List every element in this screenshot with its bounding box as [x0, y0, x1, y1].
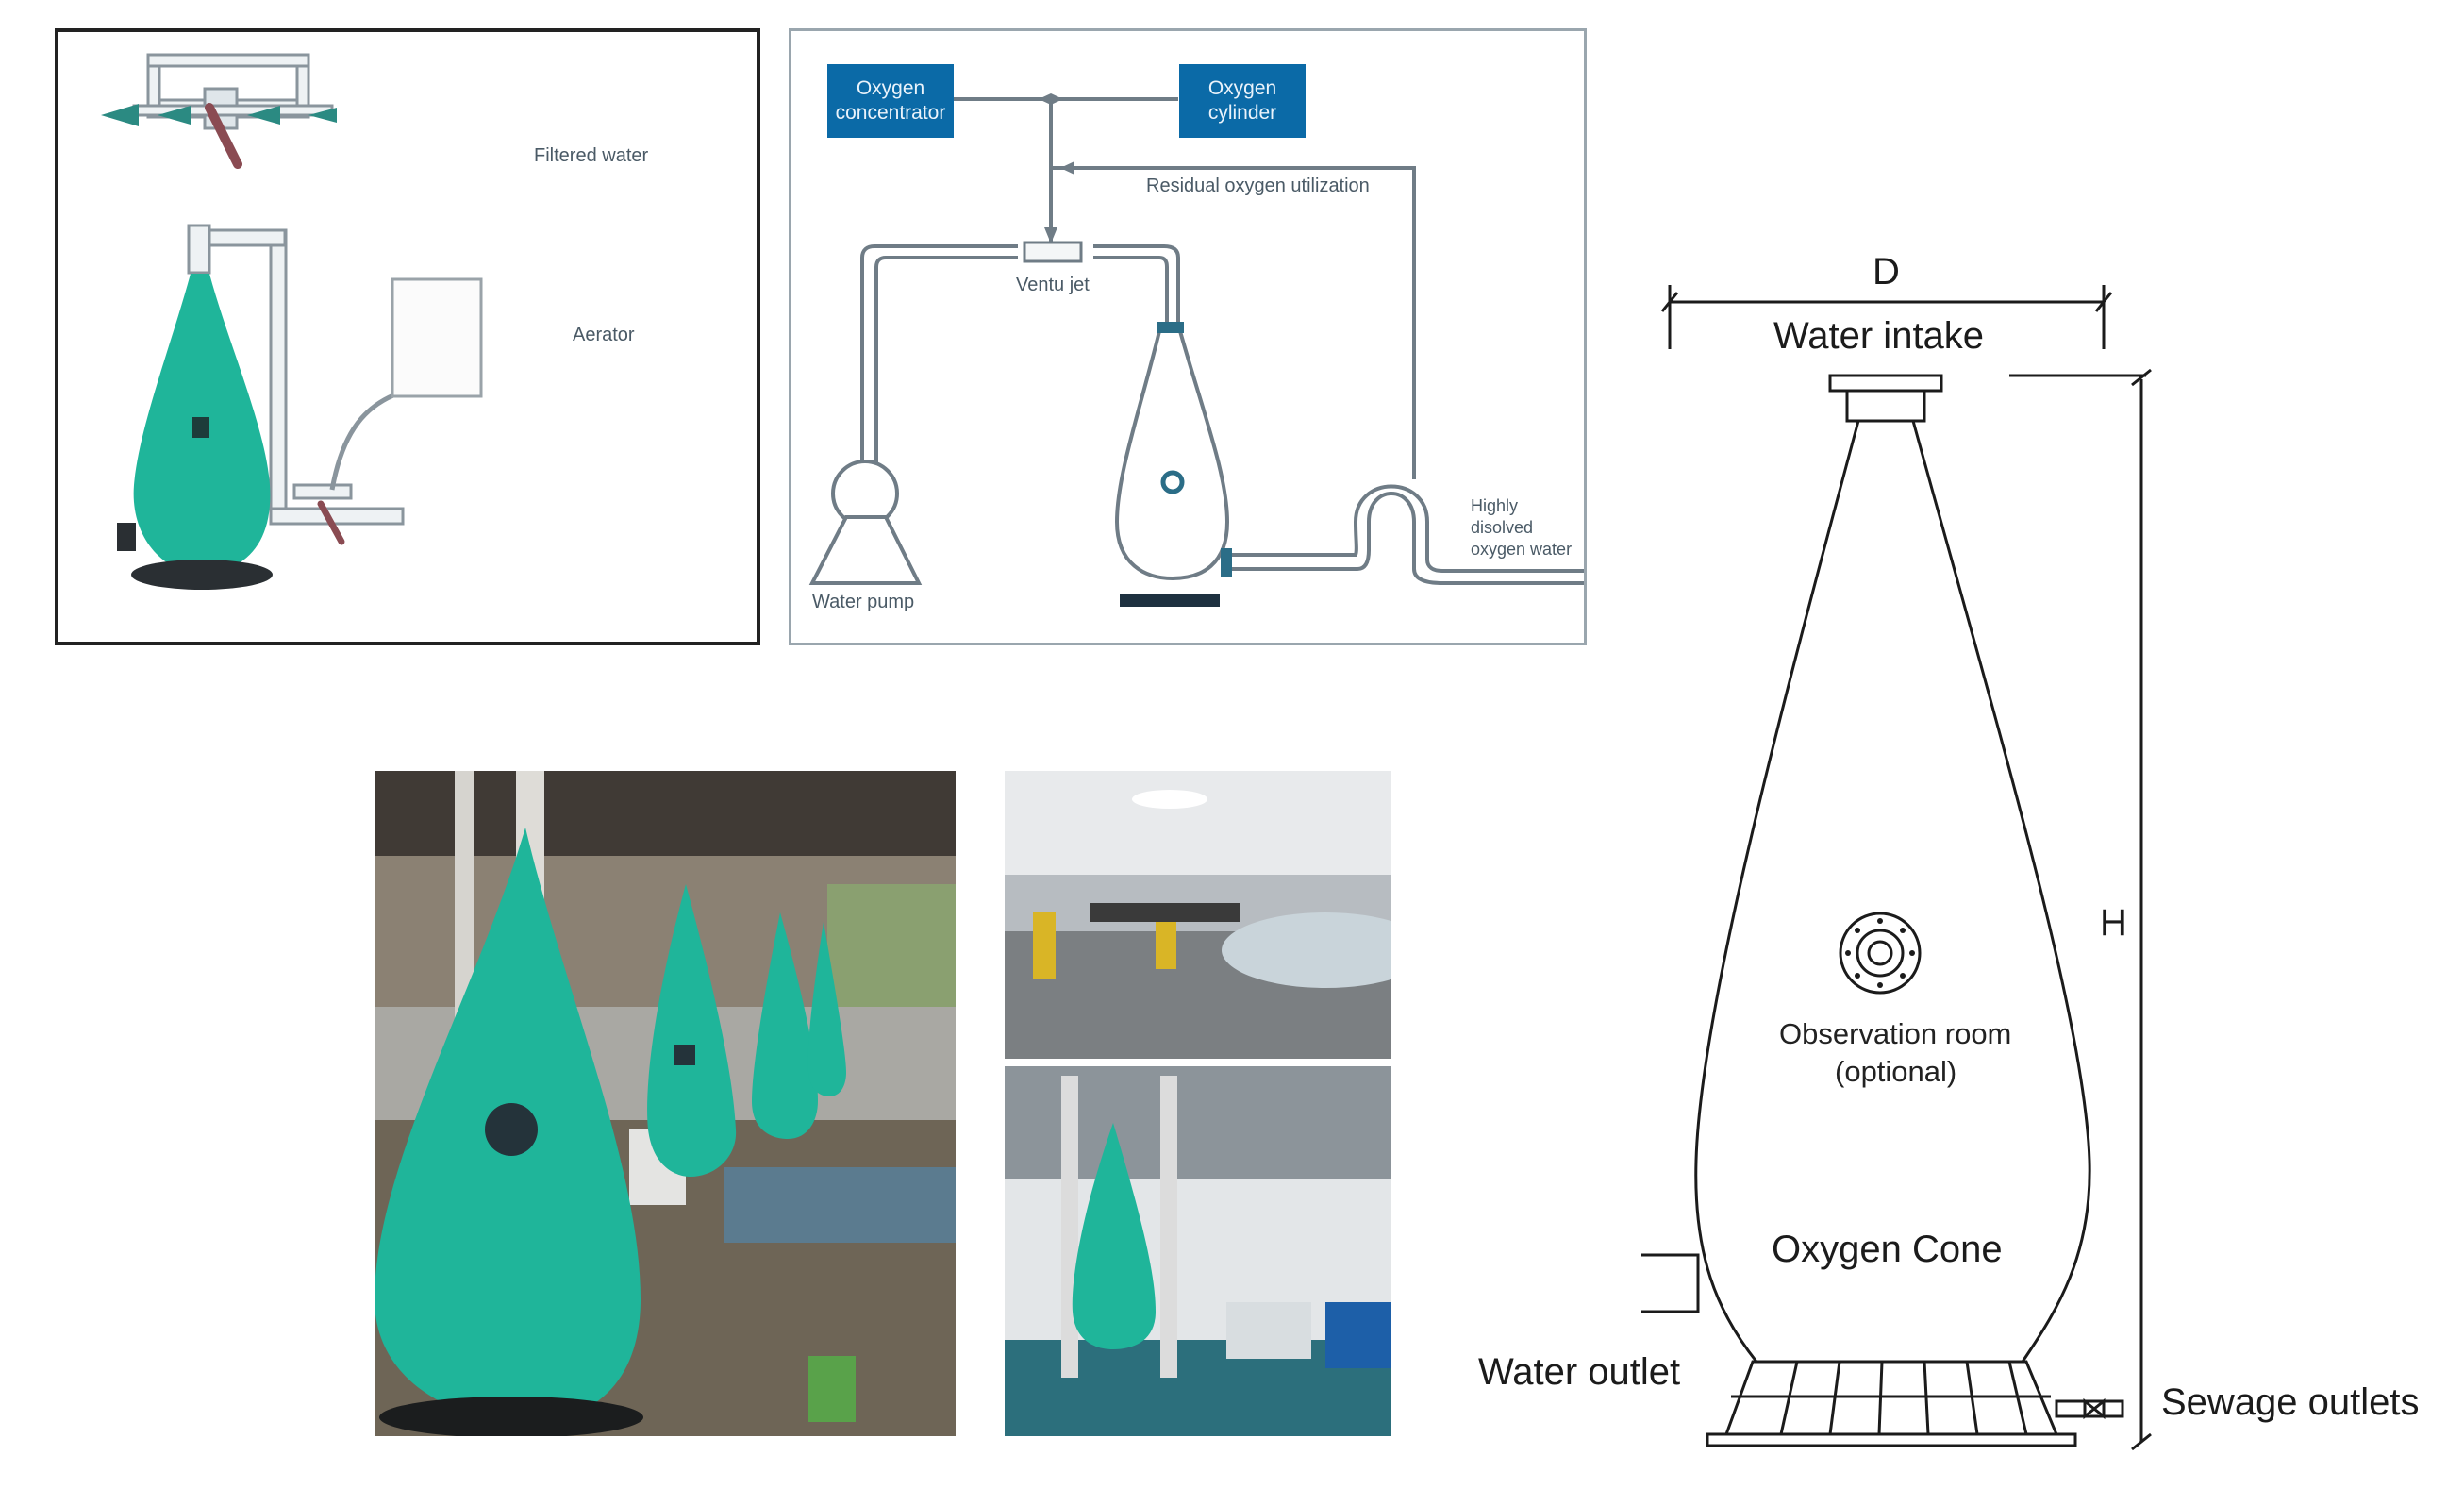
oxygen-cone-diagram	[1641, 285, 2152, 1451]
water-intake-label: Water intake	[1773, 315, 1985, 357]
filtered-water-label: Filtered water	[534, 145, 649, 166]
setup-illustration-panel: Filtered water Aerator	[55, 28, 760, 645]
cone-body	[1694, 419, 2091, 1364]
observation-optional-label: (optional)	[1835, 1055, 1957, 1088]
oxygen-schematic	[808, 93, 1584, 607]
top-flange	[1828, 374, 1943, 393]
cone-base	[1706, 1360, 2077, 1447]
oxygen-cone-label: Oxygen Cone	[1772, 1229, 2003, 1270]
observation-room-label: Observation room	[1779, 1017, 2012, 1050]
aerator-label: Aerator	[573, 325, 635, 345]
sewage-outlets-label: Sewage outlets	[2161, 1381, 2420, 1423]
indoor-cone-photo	[1005, 1066, 1391, 1436]
oxygen-schematic-panel: Oxygen concentrator Oxygen cylinder Resi…	[789, 28, 1587, 645]
cone-row-photo	[375, 771, 956, 1436]
venturi-jet	[1023, 241, 1083, 263]
filter-pipe-assembly	[132, 53, 334, 130]
arrow-left-icon	[101, 104, 139, 126]
arrow-left-icon-3	[247, 106, 280, 125]
arrow-left-icon-2	[158, 106, 191, 125]
oxygen-concentrator-box: Oxygen concentrator	[827, 64, 954, 138]
schematic-cone	[1114, 329, 1230, 581]
sewage-valve-icon	[2055, 1397, 2124, 1420]
aerator-box	[391, 277, 483, 398]
water-outlet-label: Water outlet	[1478, 1351, 1681, 1393]
setup-illustration	[101, 53, 483, 590]
arrow-left-icon-4	[308, 108, 337, 123]
water-outlet-pipe	[1641, 1253, 1700, 1313]
valve-handle	[205, 103, 242, 169]
diameter-label: D	[1873, 251, 1900, 293]
oxygen-cylinder-box: Oxygen cylinder	[1179, 64, 1306, 138]
water-pump-label: Water pump	[812, 592, 915, 612]
height-label: H	[2100, 902, 2127, 944]
venturi-jet-label: Ventu jet	[1016, 275, 1090, 295]
indoor-tanks-photo	[1005, 771, 1391, 1059]
observation-port	[1839, 912, 1922, 995]
highly-dissolved-label: Highly disolved oxygen water	[1471, 496, 1573, 559]
residual-oxygen-label: Residual oxygen utilization	[1146, 176, 1370, 196]
